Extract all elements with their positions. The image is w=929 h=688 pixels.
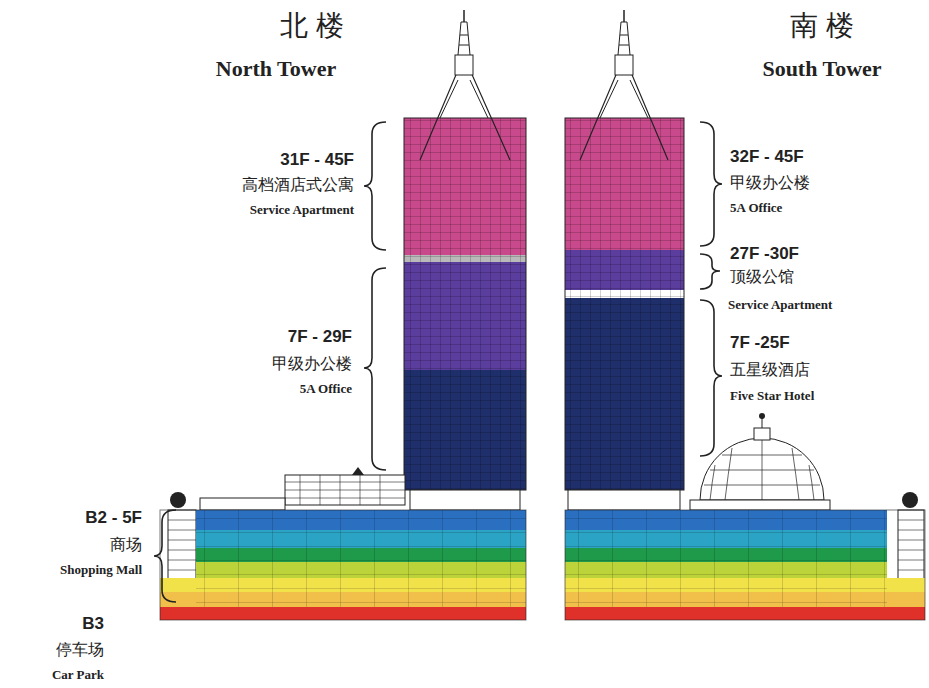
floor-use-en: Service Apartment (728, 298, 832, 313)
floor-range: 7F -25F (730, 333, 790, 353)
floor-range: 32F - 45F (730, 147, 804, 167)
floor-use: 顶级公馆 (730, 268, 794, 286)
floor-use: 甲级办公楼 (730, 174, 810, 192)
tower-heading: South Tower (762, 56, 881, 81)
north-tower (168, 10, 526, 580)
brackets (154, 122, 722, 602)
floor-range: 7F - 29F (288, 327, 352, 347)
floor-use-en: Car Park (52, 668, 104, 683)
floor-use-en: Service Apartment (250, 203, 354, 218)
south-podium (565, 510, 925, 620)
floor-range: 27F -30F (730, 244, 799, 264)
floor-use-en: Shopping Mall (60, 563, 142, 578)
floor-use: 五星级酒店 (730, 361, 810, 379)
floor-use: 甲级办公楼 (272, 355, 352, 373)
floor-use: 商场 (110, 536, 142, 554)
tower-heading: 南 楼 (790, 10, 855, 42)
floor-use: 停车场 (56, 641, 104, 659)
floor-use-en: Five Star Hotel (730, 389, 814, 404)
floor-range: B2 - 5F (85, 508, 142, 528)
south-tower (565, 10, 924, 580)
north-podium (160, 510, 526, 620)
floor-range: B3 (82, 614, 104, 634)
tower-heading: North Tower (216, 56, 336, 81)
floor-use-en: 5A Office (300, 382, 352, 397)
floor-range: 31F - 45F (280, 150, 354, 170)
tower-heading: 北 楼 (280, 10, 345, 42)
floor-use-en: 5A Office (730, 201, 782, 216)
floor-use: 高档酒店式公寓 (242, 176, 354, 194)
